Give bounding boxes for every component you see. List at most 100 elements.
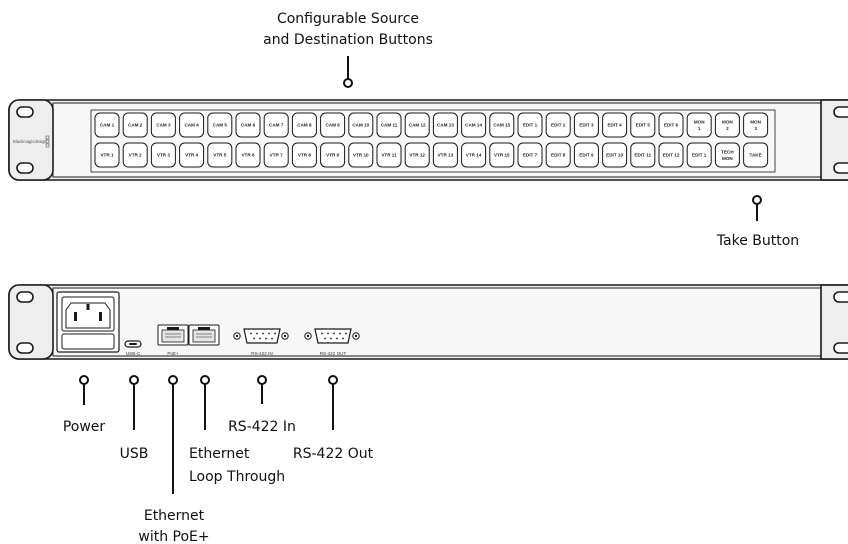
source-button-label: VTR 13	[438, 153, 454, 158]
source-button[interactable]: CAM 10	[348, 112, 374, 138]
brand-indicator-2	[45, 139, 50, 144]
rack-hole-left-bottom	[16, 162, 34, 174]
rear-rack-hole-right-bottom	[833, 342, 848, 354]
source-button-label: CAM 12	[409, 123, 426, 128]
brand-logo-text: Blackmagicdesign	[13, 139, 47, 144]
source-button-label: EDIT 12	[663, 153, 680, 158]
source-button[interactable]: CAM 5	[207, 112, 233, 138]
source-button[interactable]: EDIT 2	[545, 112, 571, 138]
source-button-label: MON	[722, 156, 733, 161]
source-button[interactable]: EDIT 7	[517, 142, 543, 168]
source-button[interactable]: VTR 5	[207, 142, 233, 168]
source-button[interactable]: EDIT 5	[630, 112, 656, 138]
source-button[interactable]: EDIT 9	[573, 142, 599, 168]
source-button[interactable]: VTR 9	[320, 142, 346, 168]
callout-rs422-in: RS-422 In	[228, 419, 296, 435]
usb-c-label: USB-C	[126, 351, 141, 356]
source-button[interactable]: VTR 8	[291, 142, 317, 168]
source-button-label: CAM 7	[269, 123, 284, 128]
source-button[interactable]: CAM 11	[376, 112, 402, 138]
source-button-label: VTR 10	[353, 153, 369, 158]
rear-rack-hole-left-bottom	[16, 342, 34, 354]
source-button[interactable]: VTR 6	[235, 142, 261, 168]
callout-usb: USB	[120, 446, 149, 462]
source-button[interactable]: VTR 7	[263, 142, 289, 168]
source-button-label: EDIT 2	[551, 123, 566, 128]
source-button[interactable]: CAM 12	[404, 112, 430, 138]
source-button-label: CAM 10	[352, 123, 369, 128]
source-button-label: CAM 9	[325, 123, 340, 128]
rack-hole-right-bottom	[833, 162, 848, 174]
callout-ethernet-poe-line1: Ethernet	[144, 508, 205, 524]
source-button[interactable]: TAKE	[743, 142, 769, 168]
source-button[interactable]: VTR 1	[94, 142, 120, 168]
source-button-label: VTR 15	[494, 153, 510, 158]
source-button-label: CAM 11	[381, 123, 398, 128]
source-button[interactable]: CAM 3	[150, 112, 176, 138]
source-button-label: EDIT 6	[664, 123, 679, 128]
source-button[interactable]: CAM 2	[122, 112, 148, 138]
source-button[interactable]: CAM 1	[94, 112, 120, 138]
source-button[interactable]: CAM 7	[263, 112, 289, 138]
source-button-label: EDIT 7	[523, 153, 538, 158]
source-button-label: VTR 9	[326, 153, 339, 158]
source-button-label: TECH	[721, 150, 734, 155]
callout-configurable-dot	[343, 78, 353, 88]
source-button[interactable]: VTR 10	[348, 142, 374, 168]
rear-panel-face	[52, 287, 822, 357]
callout-configurable-line2: and Destination Buttons	[263, 32, 433, 48]
power-inlet	[56, 291, 120, 353]
source-button-label: CAM 8	[297, 123, 312, 128]
source-button-label: EDIT 8	[551, 153, 566, 158]
source-button[interactable]: CAM 6	[235, 112, 261, 138]
source-button-label: VTR 1	[100, 153, 113, 158]
source-button[interactable]: CAM 15	[489, 112, 515, 138]
source-button-label: CAM 5	[213, 123, 228, 128]
callout-ethernet-poe-marker	[168, 375, 178, 494]
source-button[interactable]: VTR 13	[432, 142, 458, 168]
source-button[interactable]: EDIT 1	[686, 142, 712, 168]
source-button-label: CAM 1	[100, 123, 115, 128]
source-button[interactable]: CAM 9	[320, 112, 346, 138]
source-button[interactable]: VTR 15	[489, 142, 515, 168]
source-button[interactable]: VTR 2	[122, 142, 148, 168]
source-button[interactable]: CAM 8	[291, 112, 317, 138]
source-button-label: VTR 11	[381, 153, 397, 158]
ethernet-poe-port	[157, 324, 189, 346]
source-button-label: CAM 3	[156, 123, 171, 128]
source-button[interactable]: EDIT 10	[602, 142, 628, 168]
source-button[interactable]: EDIT 1	[517, 112, 543, 138]
source-button[interactable]: CAM 14	[461, 112, 487, 138]
source-button[interactable]: EDIT 6	[658, 112, 684, 138]
source-button[interactable]: EDIT 8	[545, 142, 571, 168]
brand-indicator-3	[45, 143, 50, 148]
callout-take-button: Take Button	[716, 233, 799, 249]
rs422-out-port	[304, 328, 360, 344]
source-button[interactable]: VTR 4	[179, 142, 205, 168]
source-button-label: CAM 4	[184, 123, 199, 128]
callout-rs422-out: RS-422 Out	[293, 446, 374, 462]
source-button[interactable]: CAM 4	[179, 112, 205, 138]
source-button[interactable]: VTR 3	[150, 142, 176, 168]
poe-label: PoE+	[167, 351, 179, 356]
source-button[interactable]: CAM 13	[432, 112, 458, 138]
rs422-in-label: RS-422 IN	[251, 351, 272, 356]
rear-rack-hole-left-top	[16, 291, 34, 303]
usb-c-port	[124, 340, 142, 348]
ethernet-loop-port	[188, 324, 220, 346]
source-button[interactable]: VTR 14	[461, 142, 487, 168]
source-button[interactable]: EDIT 11	[630, 142, 656, 168]
brand-indicator-1	[45, 135, 50, 140]
button-field-frame	[90, 109, 776, 173]
source-button[interactable]: EDIT 4	[602, 112, 628, 138]
source-button[interactable]: VTR 11	[376, 142, 402, 168]
callout-ethernet-loop-line1: Ethernet	[189, 446, 250, 462]
source-button-label: VTR 7	[270, 153, 283, 158]
source-button[interactable]: EDIT 3	[573, 112, 599, 138]
source-button[interactable]: VTR 12	[404, 142, 430, 168]
source-button[interactable]: EDIT 12	[658, 142, 684, 168]
